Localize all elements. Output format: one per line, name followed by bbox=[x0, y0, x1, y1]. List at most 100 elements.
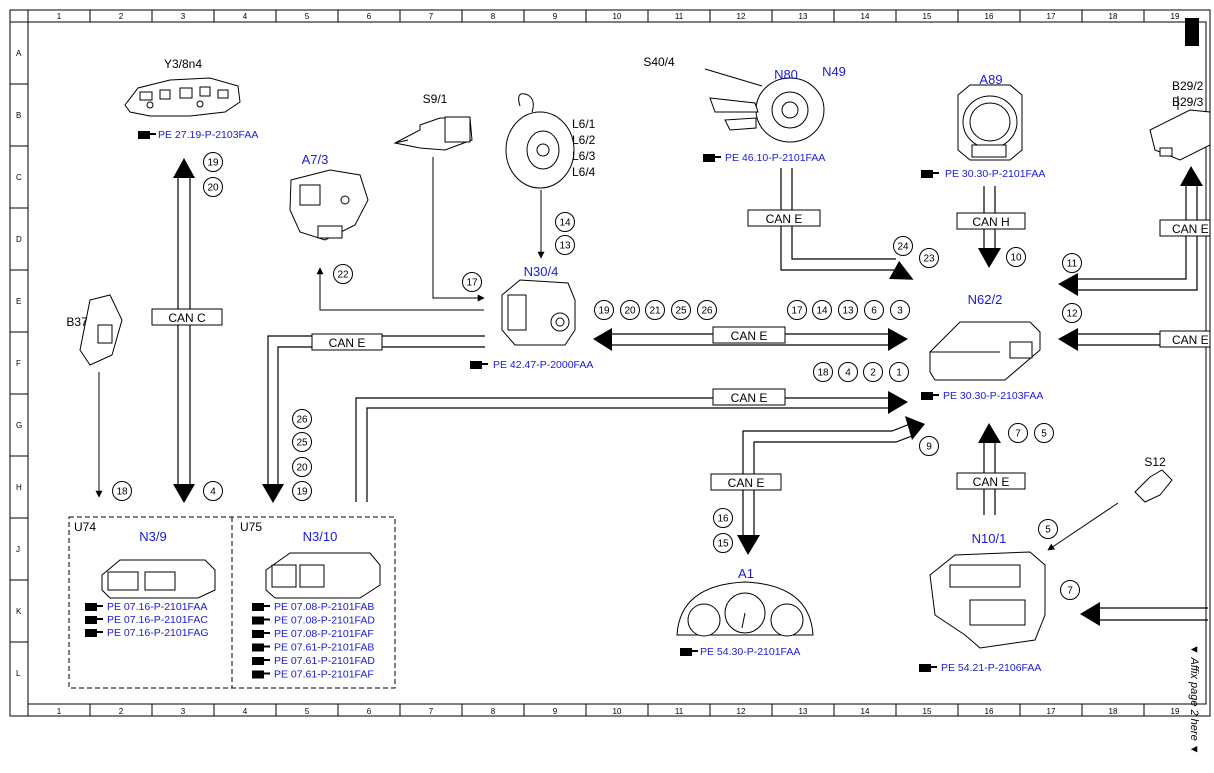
signal-number-text: 14 bbox=[559, 218, 571, 229]
grid-row-label: L bbox=[16, 669, 21, 678]
grid-row-label: H bbox=[16, 483, 22, 492]
signal-number-text: 16 bbox=[717, 514, 729, 525]
signal-number-text: 4 bbox=[210, 487, 216, 498]
signal-number-text: 20 bbox=[207, 183, 219, 194]
grid-col-bottom-label: 19 bbox=[1171, 707, 1180, 716]
signal-number-text: 9 bbox=[926, 442, 932, 453]
frame-inner bbox=[27, 21, 1207, 705]
n10-module-drawing bbox=[929, 551, 1046, 649]
n49-code-label: N49 bbox=[822, 64, 846, 79]
n3-9-ref: PE 07.16-P-2101FAA bbox=[107, 601, 207, 613]
signal-number: 25 bbox=[292, 432, 312, 452]
signal-number: 18 bbox=[813, 362, 833, 382]
grid-row-label: C bbox=[16, 173, 22, 182]
signal-number: 19 bbox=[203, 152, 223, 172]
signal-number-text: 20 bbox=[624, 306, 636, 317]
can-c-bus: CAN C bbox=[151, 158, 223, 503]
signal-number-text: 15 bbox=[717, 539, 729, 550]
can-c-label: CAN C bbox=[168, 311, 206, 325]
grid-col-bottom-label: 11 bbox=[675, 707, 684, 716]
n62-code-label: N62/2 bbox=[968, 292, 1003, 307]
can-e-bus-center: CAN E bbox=[593, 326, 908, 351]
signal-number: 15 bbox=[713, 533, 733, 553]
can-e-bus-n80: CAN E bbox=[747, 168, 914, 280]
can-e-label-n80: CAN E bbox=[766, 212, 803, 226]
signal-number-text: 5 bbox=[1041, 429, 1047, 440]
signal-number: 14 bbox=[812, 300, 832, 320]
signal-number-text: 4 bbox=[845, 368, 851, 379]
grid-row-label: F bbox=[16, 359, 21, 368]
grid-col-top-label: 14 bbox=[861, 12, 870, 21]
can-e-label-center: CAN E bbox=[731, 329, 768, 343]
grid-col-top-label: 13 bbox=[799, 12, 808, 21]
signal-number: 6 bbox=[864, 300, 884, 320]
signal-number-text: 19 bbox=[598, 306, 610, 317]
signal-number-text: 17 bbox=[466, 278, 478, 289]
pointing-hand-icon bbox=[252, 670, 270, 679]
y3-ref-label: PE 27.19-P-2103FAA bbox=[158, 129, 258, 141]
signal-number: 11 bbox=[1062, 253, 1082, 273]
signal-number: 12 bbox=[1062, 303, 1082, 323]
signal-number-text: 7 bbox=[1015, 429, 1021, 440]
b37-code-label: B37 bbox=[66, 315, 88, 329]
a7-code-label: A7/3 bbox=[302, 152, 329, 167]
pointing-hand-icon bbox=[85, 603, 103, 611]
n80-module-drawing bbox=[709, 77, 825, 143]
n80-ref-label: PE 46.10-P-2101FAA bbox=[725, 152, 825, 164]
grid-col-top-label: 4 bbox=[243, 12, 248, 21]
signal-number-text: 13 bbox=[842, 306, 854, 317]
affix-note: ▼ Affix page 2 here ▼ bbox=[1188, 644, 1200, 755]
signal-number-text: 17 bbox=[791, 306, 803, 317]
grid-row-label: D bbox=[16, 235, 22, 244]
signal-number: 7 bbox=[1008, 423, 1028, 443]
pointing-hand-icon bbox=[919, 664, 937, 672]
pointing-hand-icon bbox=[252, 643, 270, 652]
signal-number: 25 bbox=[671, 300, 691, 320]
grid-col-top-label: 15 bbox=[923, 12, 932, 21]
signal-number-text: 11 bbox=[1067, 259, 1078, 270]
signal-number: 2 bbox=[863, 362, 883, 382]
signal-number-text: 25 bbox=[675, 306, 687, 317]
y3-valve-body-drawing bbox=[124, 77, 241, 117]
signal-number: 20 bbox=[620, 300, 640, 320]
pointing-hand-icon bbox=[252, 616, 270, 625]
signal-number-text: 6 bbox=[871, 306, 877, 317]
signal-number-text: 18 bbox=[817, 368, 829, 379]
signal-number-text: 7 bbox=[1067, 586, 1073, 597]
n3-10-ref: PE 07.61-P-2101FAD bbox=[274, 655, 375, 667]
signal-number: 26 bbox=[697, 300, 717, 320]
grid-col-top-label: 7 bbox=[429, 12, 434, 21]
signal-number-text: 26 bbox=[701, 306, 713, 317]
l6-code-2-label: L6/2 bbox=[572, 133, 596, 147]
signal-number-text: 20 bbox=[296, 463, 308, 474]
corner-mark-icon bbox=[1185, 18, 1199, 46]
can-e-label-n10: CAN E bbox=[973, 475, 1010, 489]
grid-col-top-label: 3 bbox=[181, 12, 186, 21]
n3-10-ref: PE 07.08-P-2101FAB bbox=[274, 601, 374, 613]
grid-row-label: G bbox=[16, 421, 22, 430]
signal-number: 19 bbox=[292, 481, 312, 501]
grid-col-bottom-label: 18 bbox=[1109, 707, 1118, 716]
l6-code-4-label: L6/4 bbox=[572, 165, 596, 179]
signal-number-text: 19 bbox=[296, 487, 308, 498]
signal-number: 17 bbox=[787, 300, 807, 320]
b29-code-2-label: B29/3 bbox=[1172, 95, 1204, 109]
signal-number: 5 bbox=[1038, 519, 1058, 539]
l6-sensor-drawing bbox=[505, 93, 575, 189]
grid-col-bottom-label: 6 bbox=[367, 707, 372, 716]
can-bus-b29: CAN E bbox=[1058, 166, 1211, 296]
grid-col-top-label: 11 bbox=[675, 12, 684, 21]
signal-number: 23 bbox=[919, 248, 939, 268]
grid-col-top-label: 1 bbox=[57, 12, 62, 21]
grid-col-top-label: 2 bbox=[119, 12, 124, 21]
pointing-hand-icon bbox=[252, 657, 270, 665]
n3-10-ref: PE 07.08-P-2101FAD bbox=[274, 615, 375, 627]
n3-10-ref: PE 07.61-P-2101FAF bbox=[274, 669, 374, 681]
signal-number: 1 bbox=[889, 362, 909, 382]
signal-number-text: 18 bbox=[116, 487, 128, 498]
signal-number-text: 24 bbox=[897, 242, 909, 253]
frame-outer bbox=[9, 9, 1211, 717]
